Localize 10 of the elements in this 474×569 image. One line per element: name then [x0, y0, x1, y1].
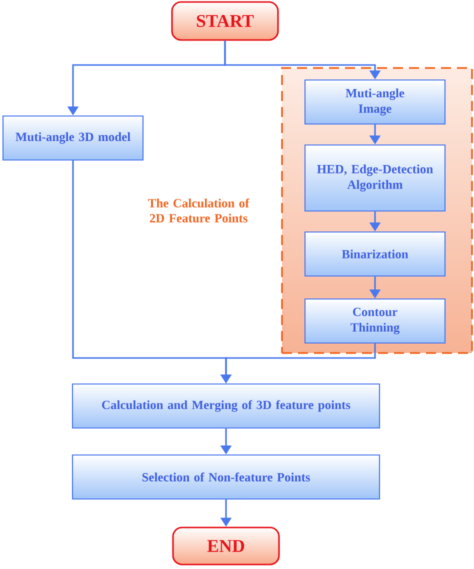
process-box: HED, Edge-Detection Algorithm	[304, 144, 446, 212]
terminal-box: END	[172, 526, 280, 566]
process-box: Muti-angle Image	[304, 79, 446, 125]
process-box: Muti-angle 3D model	[2, 115, 144, 161]
process-box: Binarization	[304, 231, 446, 277]
process-box: Contour Thinning	[304, 298, 446, 344]
process-box: Selection of Non-feature Points	[72, 454, 380, 500]
terminal-box: START	[171, 1, 279, 41]
node-label: The Calculation of 2D Feature Points	[148, 198, 250, 222]
process-box: Calculation and Merging of 3D feature points	[72, 383, 380, 429]
